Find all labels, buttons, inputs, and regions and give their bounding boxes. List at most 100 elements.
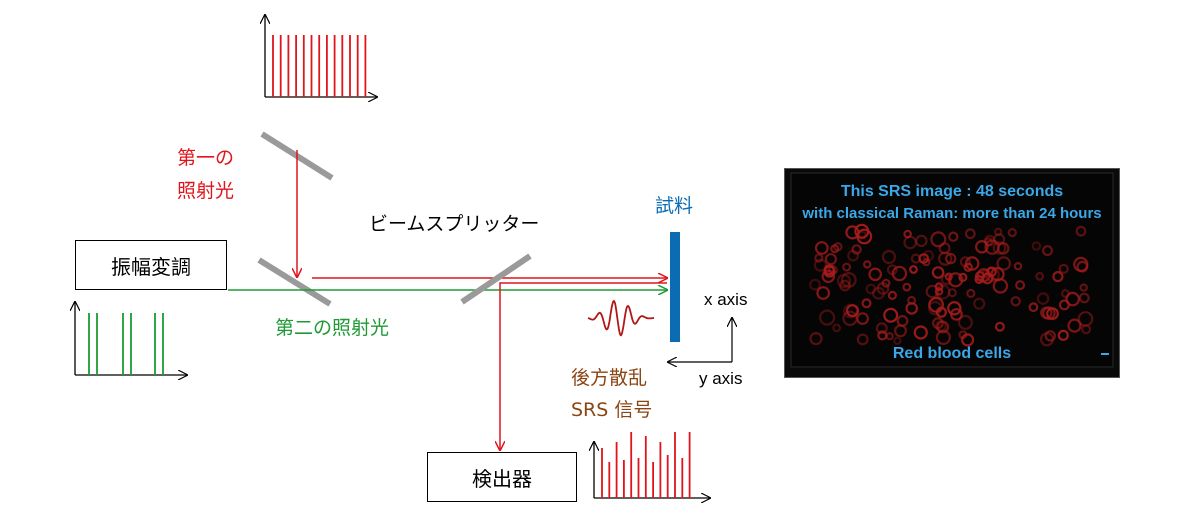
cell-mark xyxy=(925,284,940,299)
cell-mark xyxy=(861,298,872,309)
beam-splitter xyxy=(460,253,532,305)
cell-mark xyxy=(865,283,877,295)
cell-mark xyxy=(973,297,986,310)
cell-mark xyxy=(940,273,952,286)
cell-mark xyxy=(1044,330,1056,342)
backscatter-label-line2: SRS 信号 xyxy=(571,399,653,421)
mirror-bottom xyxy=(257,257,332,307)
cell-mark xyxy=(845,225,860,240)
cell-mark xyxy=(990,266,1005,282)
first-light-label-line1: 第一の xyxy=(177,147,235,169)
cell-mark xyxy=(927,300,943,316)
cell-mark xyxy=(1058,299,1070,311)
cell-mark xyxy=(915,234,928,248)
cell-mark xyxy=(975,240,989,254)
cell-mark xyxy=(1013,261,1023,271)
cell-mark xyxy=(830,244,840,254)
cell-mark xyxy=(981,272,994,285)
cell-mark xyxy=(877,330,888,341)
cell-mark xyxy=(809,332,823,346)
cell-mark xyxy=(992,241,1007,255)
cell-mark xyxy=(814,253,824,263)
cell-mark xyxy=(1065,291,1080,307)
cell-mark xyxy=(935,329,951,345)
cell-mark xyxy=(893,336,902,345)
y-axis-label: y axis xyxy=(699,369,743,388)
cell-mark xyxy=(931,266,945,279)
cell-mark xyxy=(845,304,859,318)
axis-indicator xyxy=(668,318,732,362)
cell-mark xyxy=(935,320,947,332)
cell-mark xyxy=(905,302,918,315)
cell-mark xyxy=(910,253,921,264)
cell-mark xyxy=(887,290,898,301)
cell-mark xyxy=(856,312,869,326)
backscatter-label-line1: 後方散乱 xyxy=(571,367,648,389)
cell-mark xyxy=(1077,311,1094,327)
cell-mark xyxy=(823,264,835,276)
backscatter-return-path xyxy=(500,282,667,450)
x-axis-label: x axis xyxy=(704,290,748,309)
first-light-pulse-train xyxy=(265,15,377,97)
detector-box: 検出器 xyxy=(427,452,577,502)
cell-mark xyxy=(881,249,897,265)
cell-mark xyxy=(948,272,964,288)
cell-mark xyxy=(1036,292,1050,305)
cell-mark xyxy=(814,241,829,255)
cell-mark xyxy=(964,256,980,271)
cell-mark xyxy=(964,228,976,240)
cell-mark xyxy=(839,279,851,292)
cell-mark xyxy=(862,260,872,269)
cell-mark xyxy=(948,231,959,242)
cell-mark xyxy=(909,265,918,274)
sample-plate xyxy=(670,232,680,342)
cell-mark xyxy=(851,244,862,255)
cell-mark xyxy=(1042,306,1056,320)
detector-pulse-train xyxy=(594,432,710,498)
cell-mark xyxy=(824,253,838,266)
micrograph-title-line1: This SRS image : 48 seconds xyxy=(840,183,1064,200)
cell-mark xyxy=(816,286,831,300)
cell-mark xyxy=(813,258,828,272)
cell-mark xyxy=(958,330,968,340)
second-light-pulse-train xyxy=(75,302,187,375)
cell-mark xyxy=(883,307,899,323)
first-light-label-line2: 照射光 xyxy=(177,180,235,202)
cell-mark xyxy=(1058,263,1069,275)
cell-mark xyxy=(938,242,951,255)
sample-label: 試料 xyxy=(655,195,694,217)
cell-mark xyxy=(1052,270,1064,283)
srs-wave-packet xyxy=(587,299,654,337)
cell-mark xyxy=(875,322,888,335)
cell-mark xyxy=(934,282,944,292)
cell-mark xyxy=(903,235,917,250)
cell-mark xyxy=(1081,324,1092,335)
cell-mark xyxy=(871,286,885,300)
cell-mark xyxy=(809,278,821,291)
cell-mark xyxy=(1078,292,1090,304)
cell-mark xyxy=(821,269,836,284)
cell-mark xyxy=(934,287,944,296)
cell-mark xyxy=(840,271,857,288)
cell-mark xyxy=(868,267,882,282)
cell-mark xyxy=(1035,271,1045,281)
cell-mark xyxy=(918,253,929,264)
cell-mark xyxy=(1057,329,1069,341)
cell-mark xyxy=(996,256,1011,271)
cell-mark xyxy=(1015,280,1026,291)
cell-mark xyxy=(1031,241,1042,251)
cell-mark xyxy=(1067,318,1082,333)
cell-mark xyxy=(896,314,909,327)
cell-mark xyxy=(856,333,869,346)
cell-mark xyxy=(1075,225,1087,237)
cell-mark xyxy=(963,262,973,273)
cell-mark xyxy=(854,223,870,239)
cell-mark xyxy=(881,278,891,288)
cell-mark xyxy=(836,273,852,289)
cell-mark xyxy=(928,296,945,313)
cell-mark xyxy=(994,321,1005,332)
srs-micrograph: This SRS image : 48 seconds with classic… xyxy=(784,168,1120,378)
micrograph-title-line2: with classical Raman: more than 24 hours xyxy=(802,205,1102,222)
cell-mark xyxy=(1028,302,1039,313)
second-light-label: 第二の照射光 xyxy=(275,317,390,339)
